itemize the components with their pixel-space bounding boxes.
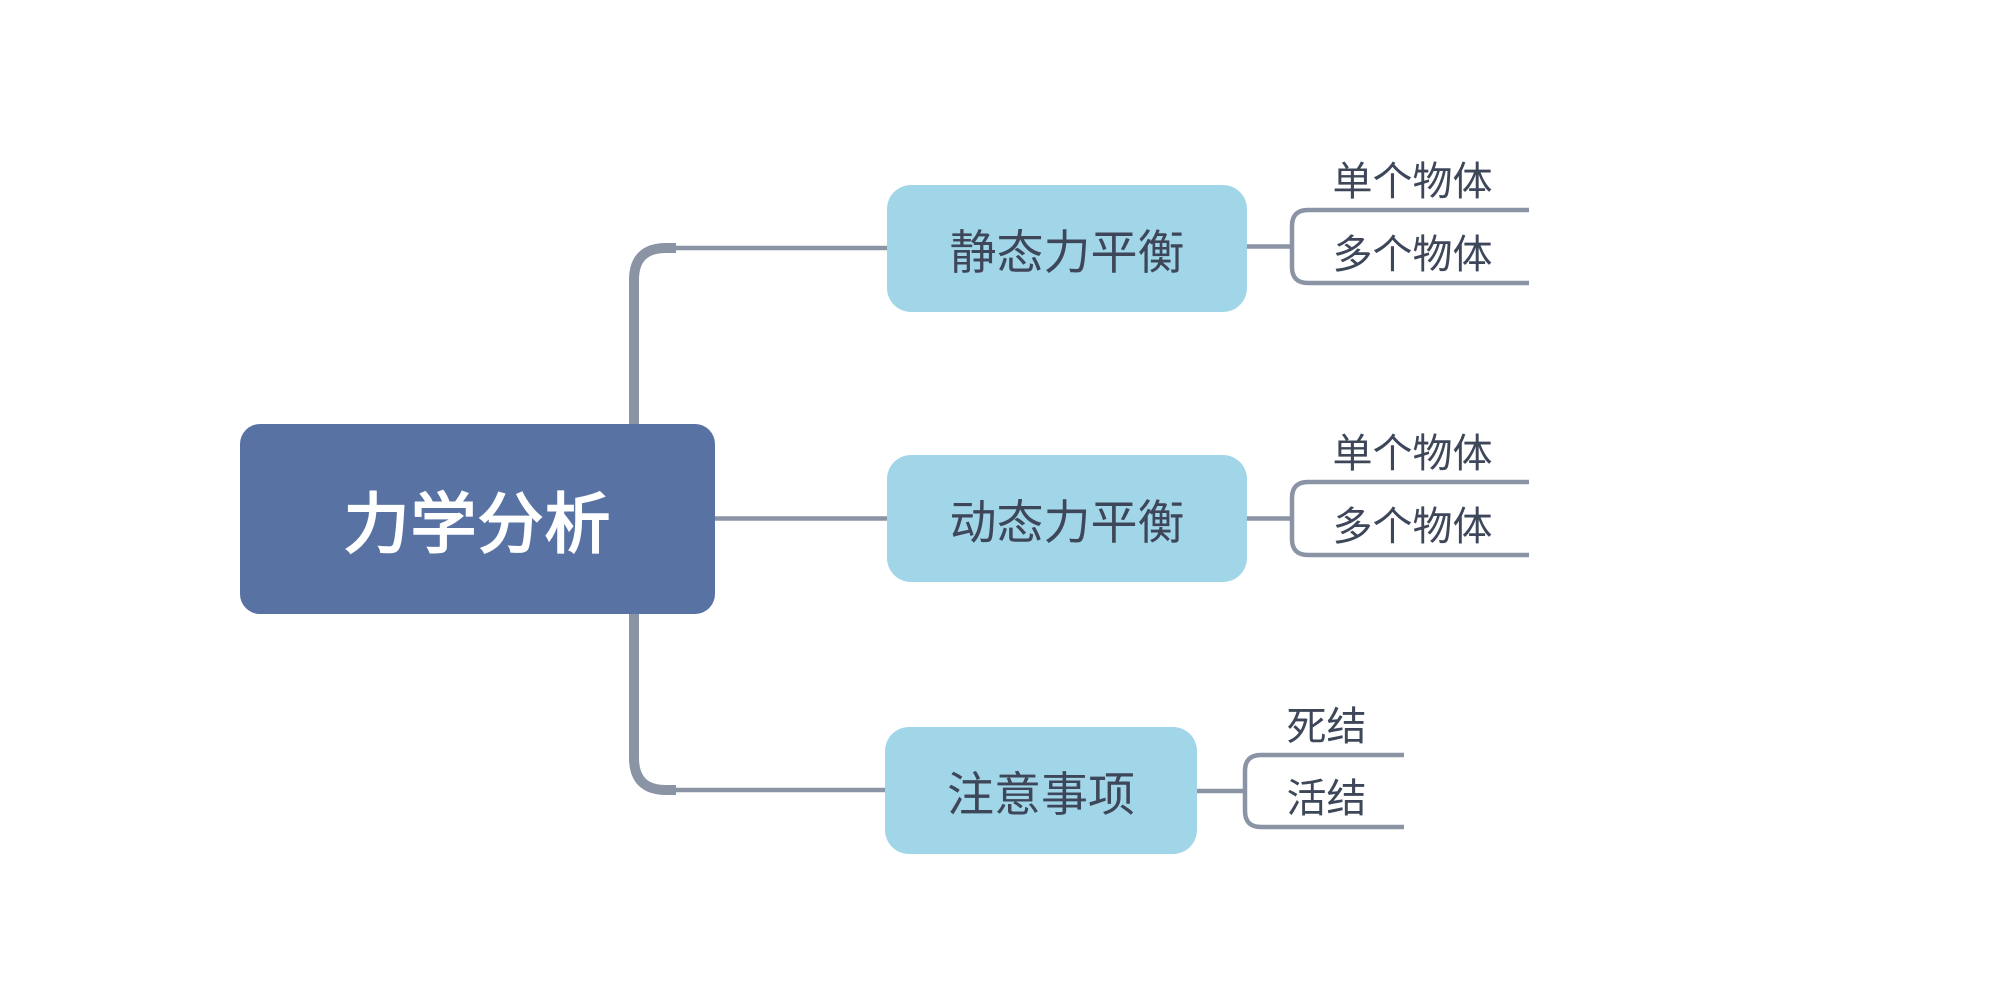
connector-root-to-branch1-trunk [629,243,676,440]
connector-branch2-fork-underlines [1289,479,1529,558]
leaf-node-dead-knot[interactable]: 死结 [1286,705,1367,749]
leaf-node-b1-single-object[interactable]: 单个物体 [1332,160,1493,204]
branch-node-static-force-balance[interactable]: 静态力平衡 [887,185,1247,312]
leaf-node-b2-multiple-objects[interactable]: 多个物体 [1332,505,1493,549]
connector-root-to-branch3-trunk [629,600,676,795]
branch-node-label: 注意事项 [947,768,1135,821]
branch-node-dynamic-force-balance[interactable]: 动态力平衡 [887,455,1247,582]
branch-node-label: 静态力平衡 [949,226,1185,279]
branch-node-label: 动态力平衡 [949,496,1185,549]
branch-node-precautions[interactable]: 注意事项 [885,727,1197,854]
root-node[interactable]: 力学分析 [240,424,715,614]
root-node-label: 力学分析 [343,487,612,561]
leaf-node-b2-single-object[interactable]: 单个物体 [1332,432,1493,476]
connector-branch3-fork-underlines [1242,752,1404,830]
leaf-node-slip-knot[interactable]: 活结 [1286,777,1367,821]
leaf-node-b1-multiple-objects[interactable]: 多个物体 [1332,233,1493,277]
connector-branch1-fork-underlines [1289,207,1529,286]
